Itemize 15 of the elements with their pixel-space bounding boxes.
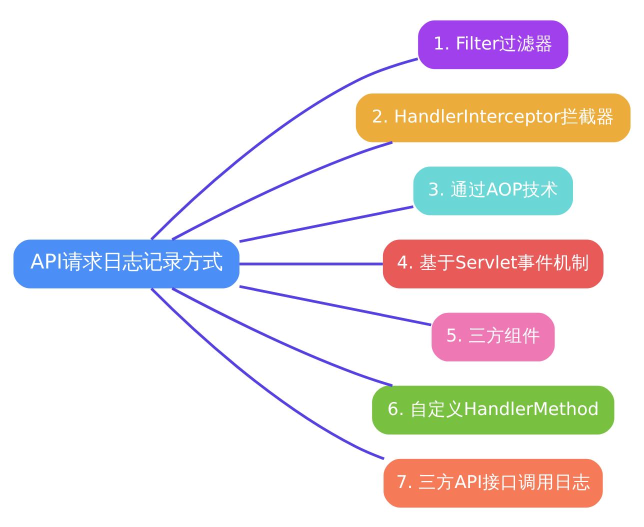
node-box: 2. HandlerInterceptor拦截器 [356,93,631,142]
node-box: API请求日志记录方式 [13,239,240,288]
node-box: 5. 三方组件 [432,312,555,361]
connector [150,287,385,460]
node-box: 1. Filter过滤器 [418,20,568,69]
connector [240,262,383,265]
connector [172,140,393,240]
node-box: 6. 自定义HandlerMethod [372,385,614,434]
node-box: 4. 基于Servlet事件机制 [382,239,604,288]
connector [239,284,432,326]
connector [172,286,393,387]
connector [239,204,414,242]
node-box: 7. 三方API接口调用日志 [384,458,603,508]
connector [150,56,418,240]
node-box: 3. 通过AOP技术 [413,166,574,215]
